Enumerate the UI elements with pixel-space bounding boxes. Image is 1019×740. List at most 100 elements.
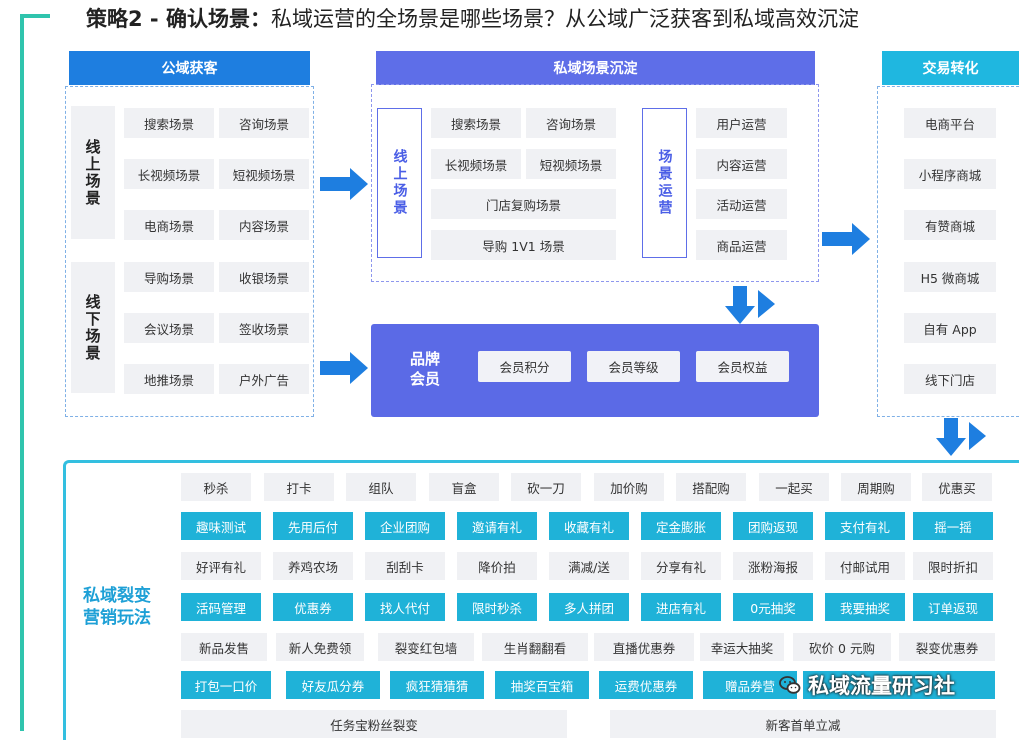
arrow-right-icon <box>320 352 368 384</box>
public-offline-label: 线下场景 <box>71 262 115 393</box>
public-online-item: 搜索场景 <box>124 108 214 138</box>
fission-item: 好友瓜分券 <box>286 671 380 699</box>
private-scene-item: 导购 1V1 场景 <box>431 230 616 260</box>
arrow-right-icon <box>822 223 870 255</box>
public-online-item: 电商场景 <box>124 210 214 240</box>
private-ops-item: 商品运营 <box>696 230 787 260</box>
fission-item: 砍一刀 <box>511 473 581 501</box>
public-offline-item: 地推场景 <box>124 364 214 394</box>
private-scene-item: 搜索场景 <box>431 108 521 138</box>
fission-item: 摇一摇 <box>913 512 993 540</box>
trade-header: 交易转化 <box>882 51 1019 85</box>
fission-item: 降价拍 <box>457 552 537 580</box>
fission-item: 任务宝粉丝裂变 <box>181 710 567 738</box>
fission-item: 刮刮卡 <box>365 552 445 580</box>
public-header: 公域获客 <box>69 51 310 85</box>
fission-item: 多人拼团 <box>549 593 629 621</box>
public-offline-item: 会议场景 <box>124 313 214 343</box>
fission-item: 周期购 <box>841 473 911 501</box>
trade-panel <box>877 86 1019 417</box>
fission-item: 收藏有礼 <box>549 512 629 540</box>
fission-item: 砍价 0 元购 <box>793 633 891 661</box>
private-online-label: 线上场景 <box>377 108 422 258</box>
private-ops-label: 场景运营 <box>642 108 687 258</box>
fission-item: 分享有礼 <box>641 552 721 580</box>
public-offline-item: 户外广告 <box>219 364 309 394</box>
watermark-text: 私域流量研习社 <box>808 674 955 698</box>
trade-item: 电商平台 <box>904 108 996 138</box>
wechat-icon <box>779 676 801 694</box>
fission-item: 进店有礼 <box>641 593 721 621</box>
member-item: 会员权益 <box>696 351 789 382</box>
private-panel <box>371 84 819 282</box>
fission-item: 打卡 <box>264 473 334 501</box>
page-title: 策略2 - 确认场景：私域运营的全场景是哪些场景？从公域广泛获客到私域高效沉淀 <box>86 4 859 34</box>
fission-item-hidden <box>803 671 995 699</box>
fission-item: 新人免费领 <box>276 633 364 661</box>
fission-item: 支付有礼 <box>825 512 905 540</box>
fission-item: 好评有礼 <box>181 552 261 580</box>
fission-item: 找人代付 <box>365 593 445 621</box>
fission-item: 幸运大抽奖 <box>700 633 784 661</box>
public-online-label: 线上场景 <box>71 106 115 239</box>
arrow-down-icon <box>936 418 986 456</box>
fission-item: 企业团购 <box>365 512 445 540</box>
fission-label: 私域裂变营销玩法 <box>83 586 151 628</box>
private-ops-item: 内容运营 <box>696 149 787 179</box>
fission-item: 邀请有礼 <box>457 512 537 540</box>
member-item: 会员积分 <box>478 351 571 382</box>
private-ops-item: 活动运营 <box>696 189 787 219</box>
public-online-item: 长视频场景 <box>124 159 214 189</box>
frame-left-line <box>20 14 24 731</box>
fission-item: 0元抽奖 <box>733 593 813 621</box>
trade-item: H5 微商城 <box>904 262 996 292</box>
public-online-item: 咨询场景 <box>219 108 309 138</box>
fission-item: 养鸡农场 <box>273 552 353 580</box>
fission-item: 盲盒 <box>429 473 499 501</box>
private-scene-item: 咨询场景 <box>526 108 616 138</box>
private-scene-item: 门店复购场景 <box>431 189 616 219</box>
private-ops-item: 用户运营 <box>696 108 787 138</box>
fission-item: 一起买 <box>759 473 829 501</box>
fission-item: 趣味测试 <box>181 512 261 540</box>
arrow-right-icon <box>320 168 368 200</box>
trade-item: 自有 App <box>904 313 996 343</box>
fission-item: 满减/送 <box>549 552 629 580</box>
fission-item: 新客首单立减 <box>610 710 996 738</box>
public-offline-item: 收银场景 <box>219 262 309 292</box>
trade-item: 有赞商城 <box>904 210 996 240</box>
fission-item: 优惠买 <box>922 473 992 501</box>
fission-item: 打包一口价 <box>181 671 271 699</box>
trade-item: 线下门店 <box>904 364 996 394</box>
page-title-bold: 策略2 - 确认场景： <box>86 7 271 31</box>
fission-item: 组队 <box>346 473 416 501</box>
fission-item: 搭配购 <box>676 473 746 501</box>
frame-top-line <box>20 14 50 18</box>
private-header: 私域场景沉淀 <box>376 51 815 85</box>
fission-item: 付邮试用 <box>825 552 905 580</box>
fission-item: 裂变优惠券 <box>899 633 995 661</box>
fission-item: 涨粉海报 <box>733 552 813 580</box>
fission-item: 优惠券 <box>273 593 353 621</box>
member-item: 会员等级 <box>587 351 680 382</box>
private-scene-item: 短视频场景 <box>526 149 616 179</box>
fission-item: 新品发售 <box>181 633 267 661</box>
brand-member-title: 品牌会员 <box>410 350 441 388</box>
fission-item: 运费优惠券 <box>599 671 693 699</box>
fission-item: 直播优惠券 <box>594 633 694 661</box>
fission-item: 先用后付 <box>273 512 353 540</box>
fission-item: 限时折扣 <box>913 552 993 580</box>
public-panel <box>65 86 314 417</box>
fission-item: 我要抽奖 <box>825 593 905 621</box>
fission-item: 生肖翻翻看 <box>482 633 588 661</box>
trade-item: 小程序商城 <box>904 159 996 189</box>
fission-item: 活码管理 <box>181 593 261 621</box>
page-title-text: 私域运营的全场景是哪些场景？从公域广泛获客到私域高效沉淀 <box>270 7 859 31</box>
fission-item: 抽奖百宝箱 <box>495 671 589 699</box>
fission-item: 加价购 <box>594 473 664 501</box>
fission-item: 限时秒杀 <box>457 593 537 621</box>
public-online-item: 内容场景 <box>219 210 309 240</box>
fission-panel <box>63 460 1019 740</box>
fission-item: 定金膨胀 <box>641 512 721 540</box>
fission-item: 秒杀 <box>181 473 251 501</box>
